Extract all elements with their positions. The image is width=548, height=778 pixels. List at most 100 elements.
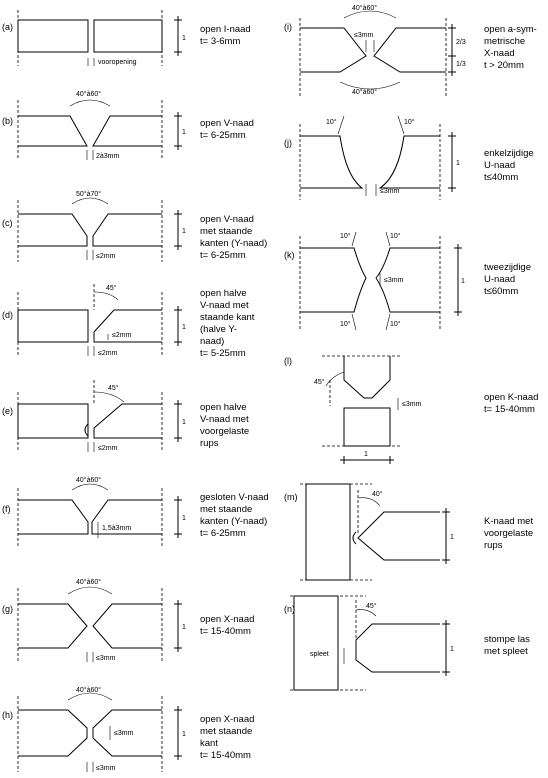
panel-n-dim: 1 [450, 646, 454, 653]
svg-text:t= 15-40mm: t= 15-40mm [200, 750, 251, 761]
svg-text:enkelzijdige: enkelzijdige [484, 148, 534, 159]
panel-l-dim: 1 [364, 451, 368, 458]
panel-d-tag: (d) [2, 310, 13, 320]
svg-text:voorgelaste: voorgelaste [200, 426, 249, 437]
svg-text:X-naad: X-naad [484, 48, 515, 59]
panel-e-angle: 45° [108, 384, 119, 392]
panel-f-description: gesloten V-naad met staande kanten (Y-na… [200, 492, 269, 539]
panel-m-description: K-naad met voorgelaste rups [484, 516, 533, 551]
panel-n-tag: (n) [284, 604, 295, 614]
svg-text:open a-sym-: open a-sym- [484, 24, 537, 35]
panel-f-tag: (f) [2, 504, 11, 514]
panel-e-dim: 1 [182, 419, 186, 426]
panel-a-description: open I-naad t= 3-6mm [200, 24, 251, 47]
panel-c-dim: 1 [182, 228, 186, 235]
panel-d: (d) 45° ≤2mm ≤2mm 1 open halve V-naad me… [2, 284, 255, 359]
svg-text:U-naad: U-naad [484, 160, 515, 171]
panel-j-dim: 1 [456, 160, 460, 167]
panel-k-tag: (k) [284, 250, 295, 260]
panel-a-tag: (a) [2, 22, 13, 32]
svg-text:open K-naad: open K-naad [484, 392, 538, 403]
panel-a: (a) vooropening 1 open I-naad t= 3-6mm [2, 10, 251, 66]
panel-d-description: open halve V-naad met staande kant (halv… [200, 288, 255, 359]
svg-text:naad): naad) [200, 336, 224, 347]
panel-d-dim: 1 [182, 324, 186, 331]
panel-n: (n) 45° spleet 1 stompe las met spleet [284, 595, 530, 691]
panel-b-tag: (b) [2, 116, 13, 126]
svg-text:V-naad met: V-naad met [200, 414, 249, 425]
panel-c-description: open V-naad met staande kanten (Y-naad) … [200, 214, 267, 261]
panel-b-description: open V-naad t= 6-25mm [200, 118, 254, 141]
panel-g: (g) 40°à60° ≤3mm 1 open X-naad t= 15-40m… [2, 578, 254, 662]
panel-h-angle: 40°à60° [76, 686, 101, 694]
svg-text:open halve: open halve [200, 402, 246, 413]
panel-g-dim: 1 [182, 624, 186, 631]
panel-i-angle-top: 40°à60° [352, 4, 377, 12]
panel-l-gap: ≤3mm [402, 401, 422, 408]
svg-text:open I-naad: open I-naad [200, 24, 251, 35]
panel-i-frac-bot: 1/3 [456, 61, 466, 68]
panel-g-description: open X-naad t= 15-40mm [200, 614, 254, 637]
panel-i: (i) 40°à60° ≤3mm 40°à60° 2/3 1/3 open a-… [284, 4, 537, 96]
panel-a-note: vooropening [98, 59, 137, 66]
panel-n-spleet: spleet [310, 651, 329, 658]
panel-h-tag: (h) [2, 710, 13, 720]
svg-text:U-naad: U-naad [484, 274, 515, 285]
panel-l-tag: (l) [284, 356, 292, 366]
panel-j-description: enkelzijdige U-naad t≤40mm [484, 148, 534, 183]
svg-text:metrische: metrische [484, 36, 525, 47]
panel-e-gap: ≤2mm [98, 445, 118, 452]
panel-e-tag: (e) [2, 406, 13, 416]
svg-text:kanten (Y-naad): kanten (Y-naad) [200, 516, 267, 527]
svg-text:K-naad met: K-naad met [484, 516, 533, 527]
panel-a-dim: 1 [182, 35, 186, 42]
panel-h-gap2: ≤3mm [96, 765, 116, 772]
svg-text:kanten (Y-naad): kanten (Y-naad) [200, 238, 267, 249]
panel-j-angle2: 10° [404, 118, 415, 126]
panel-d-gap2: ≤2mm [98, 350, 118, 357]
svg-text:open halve: open halve [200, 288, 246, 299]
panel-c-angle: 50°à70° [76, 190, 101, 198]
panel-d-angle: 45° [106, 284, 117, 292]
svg-text:t= 5-25mm: t= 5-25mm [200, 348, 246, 359]
svg-text:open V-naad: open V-naad [200, 214, 254, 225]
svg-text:staande kant: staande kant [200, 312, 255, 323]
panel-g-angle: 40°à60° [76, 578, 101, 586]
panel-e: (e) 45° ≤2mm 1 open halve V-naad met voo… [2, 380, 249, 452]
panel-j-gap: ≤3mm [380, 188, 400, 195]
panel-e-description: open halve V-naad met voorgelaste rups [200, 402, 249, 449]
svg-text:t= 15-40mm: t= 15-40mm [484, 404, 535, 415]
panel-m-angle: 40° [372, 490, 383, 498]
panel-i-gap: ≤3mm [354, 32, 374, 39]
svg-text:open X-naad: open X-naad [200, 714, 254, 725]
panel-c-gap: ≤2mm [96, 253, 116, 260]
panel-k-gap: ≤3mm [384, 277, 404, 284]
panel-l-description: open K-naad t= 15-40mm [484, 392, 538, 415]
panel-k-description: tweezijdige U-naad t≤60mm [484, 262, 531, 297]
panel-k-angle3: 10° [340, 320, 351, 328]
svg-text:gesloten V-naad: gesloten V-naad [200, 492, 269, 503]
panel-h-description: open X-naad met staande kant t= 15-40mm [200, 714, 254, 761]
panel-m: (m) 40° 1 K-naad met voorgelaste rups [284, 483, 533, 581]
panel-j-angle1: 10° [326, 118, 337, 126]
svg-text:t= 15-40mm: t= 15-40mm [200, 626, 251, 637]
panel-m-dim: 1 [450, 534, 454, 541]
panel-l-angle: 45° [314, 378, 325, 386]
svg-text:kant: kant [200, 738, 218, 749]
panel-c-tag: (c) [2, 218, 13, 228]
panel-i-description: open a-sym- metrische X-naad t > 20mm [484, 24, 537, 71]
svg-text:t= 3-6mm: t= 3-6mm [200, 36, 240, 47]
panel-i-tag: (i) [284, 22, 292, 32]
svg-text:t≤60mm: t≤60mm [484, 286, 518, 297]
svg-text:met staande: met staande [200, 226, 252, 237]
backing-bead-icon [352, 531, 357, 545]
panel-l: (l) 45° ≤3mm 1 open K-naad t= 15-40mm [284, 355, 538, 464]
panel-i-frac-top: 2/3 [456, 39, 466, 46]
panel-n-angle: 45° [366, 602, 377, 610]
panel-k: (k) 10° 10° 10° 10° ≤3mm 1 tweezijdige U… [284, 231, 531, 331]
panel-g-gap: ≤3mm [96, 655, 116, 662]
svg-text:t= 6-25mm: t= 6-25mm [200, 528, 246, 539]
panel-b-gap: 2à3mm [96, 153, 120, 160]
panel-k-dim: 1 [461, 278, 465, 285]
svg-text:open X-naad: open X-naad [200, 614, 254, 625]
